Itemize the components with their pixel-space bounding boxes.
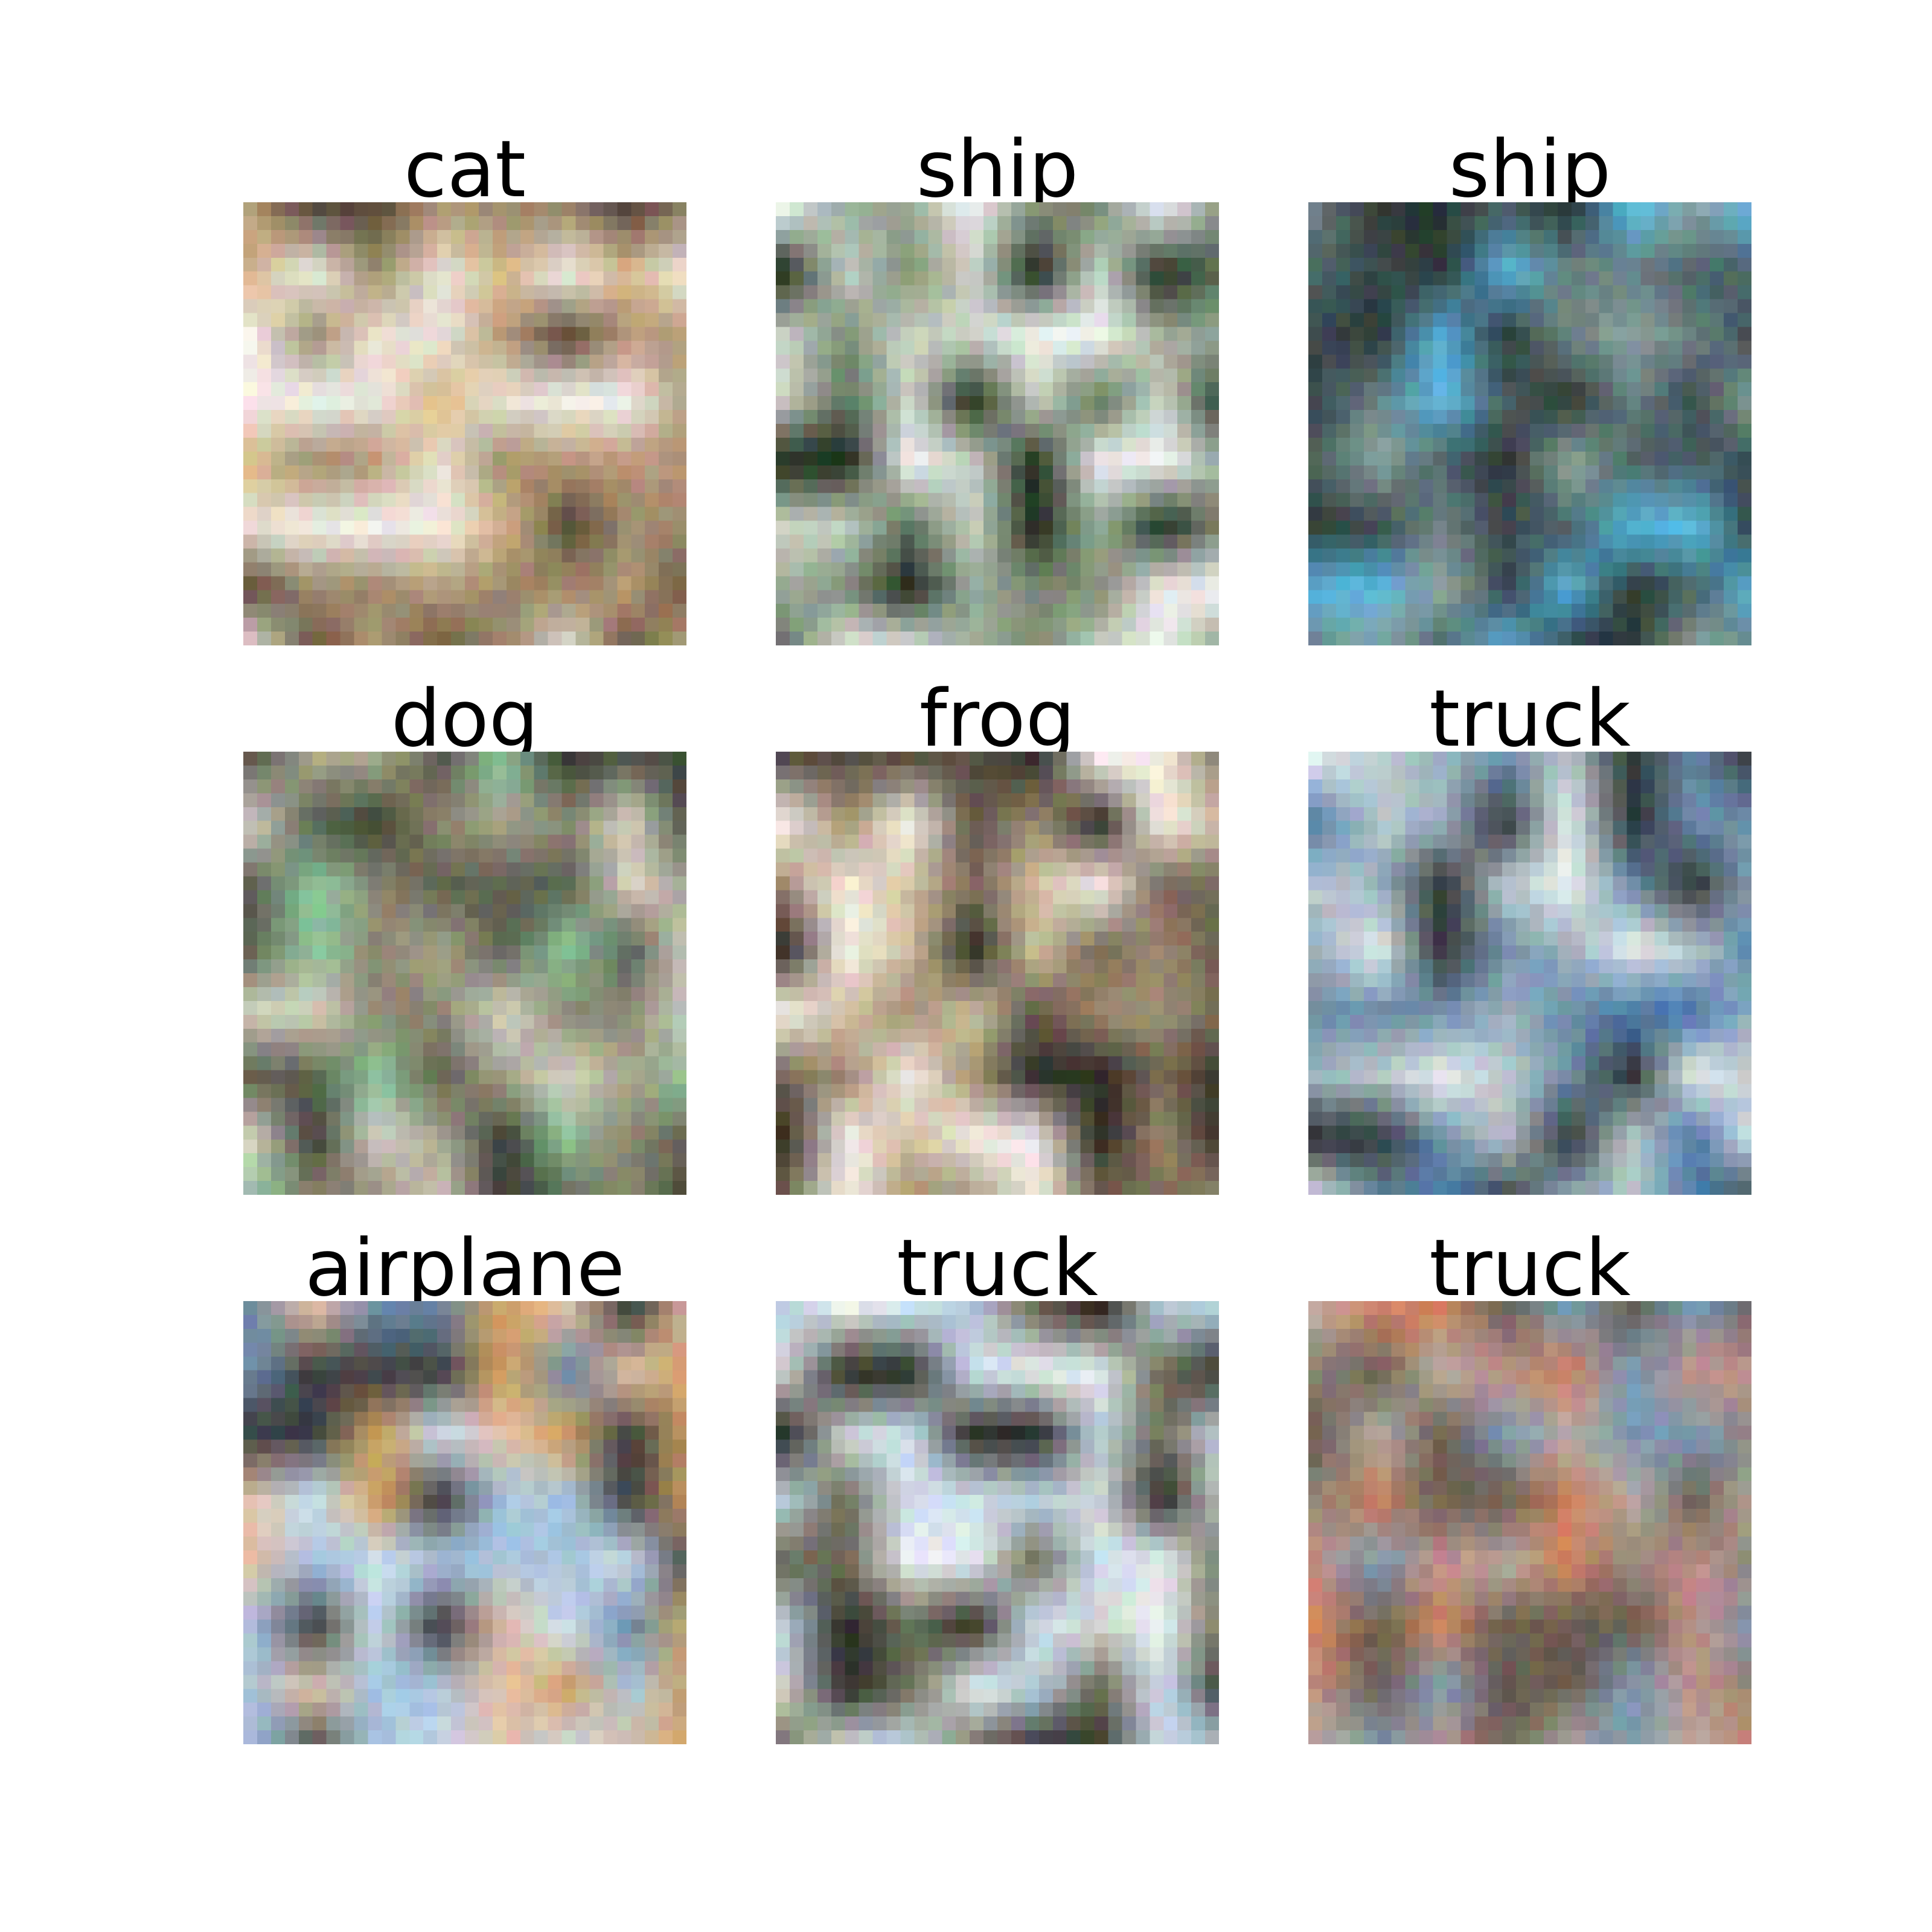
- cell-image-2: [776, 202, 1219, 645]
- cell-title-9: truck: [1429, 1222, 1631, 1314]
- cell-title-1: cat: [403, 123, 526, 215]
- cell-image-9: [1308, 1301, 1751, 1744]
- cell-title-5: frog: [919, 673, 1076, 764]
- cell-title-6: truck: [1429, 673, 1631, 764]
- cell-image-4: [243, 752, 686, 1195]
- cell-image-5: [776, 752, 1219, 1195]
- cell-image-3: [1308, 202, 1751, 645]
- cell-title-3: ship: [1448, 123, 1611, 215]
- cell-title-4: dog: [391, 673, 539, 764]
- cell-title-8: truck: [897, 1222, 1098, 1314]
- cell-image-7: [243, 1301, 686, 1744]
- cell-image-6: [1308, 752, 1751, 1195]
- cell-title-7: airplane: [305, 1222, 625, 1314]
- cell-title-2: ship: [916, 123, 1079, 215]
- cell-image-8: [776, 1301, 1219, 1744]
- cell-image-1: [243, 202, 686, 645]
